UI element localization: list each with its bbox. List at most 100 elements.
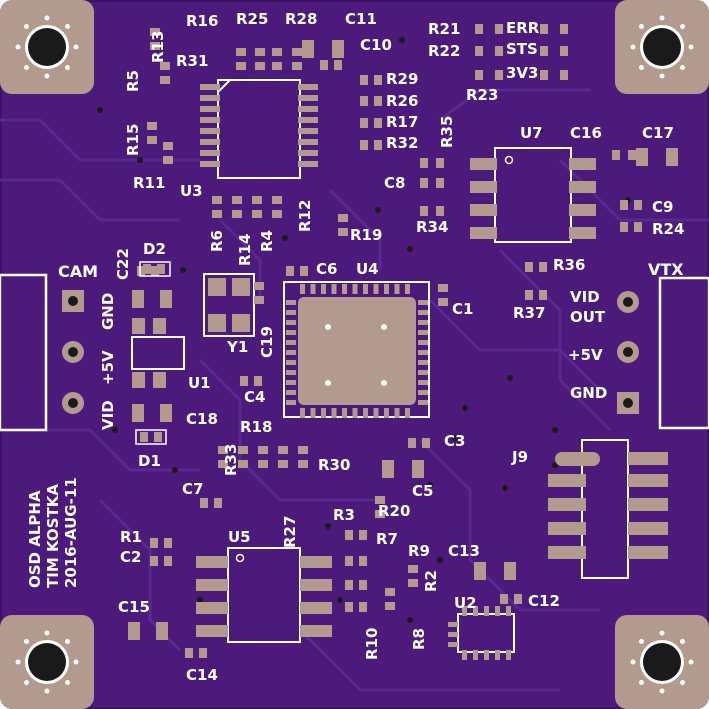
passive-footprints: [128, 24, 678, 658]
ref-label: R11: [133, 174, 165, 192]
ref-label: R28: [285, 10, 317, 28]
passive-footprint: [375, 496, 385, 518]
ref-label: R6: [208, 230, 226, 252]
ref-label: D1: [138, 452, 161, 470]
passive-footprint: [272, 48, 282, 70]
ref-label: U4: [356, 260, 379, 278]
passive-footprint: [150, 556, 172, 566]
ref-label: R4: [258, 230, 276, 252]
passive-footprint: [420, 158, 444, 168]
ref-label: C7: [182, 480, 203, 498]
diode-d2-outline: [139, 261, 171, 277]
ic-u3: [200, 79, 318, 179]
ref-label: R29: [386, 70, 418, 88]
board-note-line3: 2016-AUG-11: [62, 477, 80, 588]
board-note-line2: TIM KOSTKA: [44, 484, 62, 588]
passive-footprint: [212, 196, 222, 218]
passive-footprint: [475, 70, 503, 80]
diode-d1-outline: [135, 429, 167, 445]
passive-footprint: [232, 196, 242, 218]
vias: [97, 17, 631, 623]
vtx-pin-gnd: GND: [570, 384, 607, 402]
ref-label: R36: [553, 256, 585, 274]
ref-label: R32: [386, 134, 418, 152]
cam-pin-gnd: GND: [99, 293, 117, 330]
passive-footprint: [302, 40, 344, 58]
passive-footprint: [150, 538, 172, 548]
passive-footprint: [137, 266, 159, 276]
ref-label: R25: [236, 10, 268, 28]
passive-footprint: [360, 140, 382, 150]
led-err-label: ERR: [506, 19, 540, 37]
ref-label: C11: [345, 10, 377, 28]
passive-footprint: [252, 196, 262, 218]
ref-label: C3: [444, 432, 465, 450]
ref-label: R27: [281, 516, 299, 548]
ref-label: R3: [333, 506, 355, 524]
passive-footprint: [298, 446, 308, 468]
passive-footprint: [420, 206, 444, 216]
passive-footprint: [420, 178, 444, 188]
ref-label: R10: [363, 628, 381, 660]
ref-label: C15: [118, 598, 150, 616]
passive-footprint: [238, 446, 248, 468]
ref-label: R33: [222, 444, 240, 476]
passive-footprint: [236, 48, 246, 70]
passive-footprint: [345, 602, 367, 612]
passive-footprint: [475, 24, 503, 34]
passive-footprint: [286, 266, 308, 276]
passive-footprint: [345, 580, 367, 590]
passive-footprint: [278, 446, 288, 468]
ref-label: U7: [520, 124, 543, 142]
passive-footprint: [150, 28, 160, 50]
ref-label: R31: [176, 52, 208, 70]
ref-label: R15: [124, 124, 142, 156]
passive-footprint: [500, 594, 522, 604]
vtx-connector: [617, 276, 709, 430]
ref-label: U1: [188, 374, 211, 392]
passive-footprint: [147, 122, 157, 144]
passive-footprint: [474, 562, 516, 580]
passive-footprint: [132, 404, 172, 422]
ref-label: C22: [114, 248, 132, 280]
ref-label: R30: [318, 456, 350, 474]
cam-connector: [0, 273, 84, 432]
ref-label: U3: [180, 182, 203, 200]
vtx-title: VTX: [648, 260, 684, 279]
cam-title: CAM: [58, 262, 98, 281]
ref-label: D2: [143, 240, 166, 258]
ref-label: R24: [652, 220, 684, 238]
ref-label: R21: [428, 20, 460, 38]
ref-label: R37: [513, 304, 545, 322]
ref-label: C17: [642, 124, 674, 142]
ref-label: C9: [652, 198, 673, 216]
ref-label: C14: [186, 666, 218, 684]
passive-footprint: [382, 460, 424, 478]
ref-label: C13: [448, 542, 480, 560]
ref-label: U2: [454, 594, 477, 612]
ic-u1: [131, 318, 185, 388]
passive-footprint: [612, 150, 636, 160]
passive-footprint: [475, 46, 503, 56]
ref-label: C2: [120, 548, 141, 566]
passive-footprint: [525, 290, 547, 300]
passive-footprint: [258, 446, 268, 468]
ref-label: C4: [244, 388, 265, 406]
ref-label: R14: [236, 234, 254, 266]
ic-u5: [196, 547, 332, 643]
vtx-pin-vid: VID: [570, 288, 600, 306]
passive-footprint: [272, 196, 282, 218]
passive-footprint: [320, 60, 342, 70]
mounting-hole: [0, 0, 94, 94]
ref-label: U5: [228, 528, 251, 546]
ref-label: R18: [240, 418, 272, 436]
passive-footprint: [540, 46, 568, 56]
ref-label: R7: [376, 530, 398, 548]
passive-footprint: [345, 530, 367, 540]
led-3v3-label: 3V3: [506, 64, 538, 82]
ic-u7: [470, 147, 596, 243]
passive-footprint: [292, 48, 302, 70]
